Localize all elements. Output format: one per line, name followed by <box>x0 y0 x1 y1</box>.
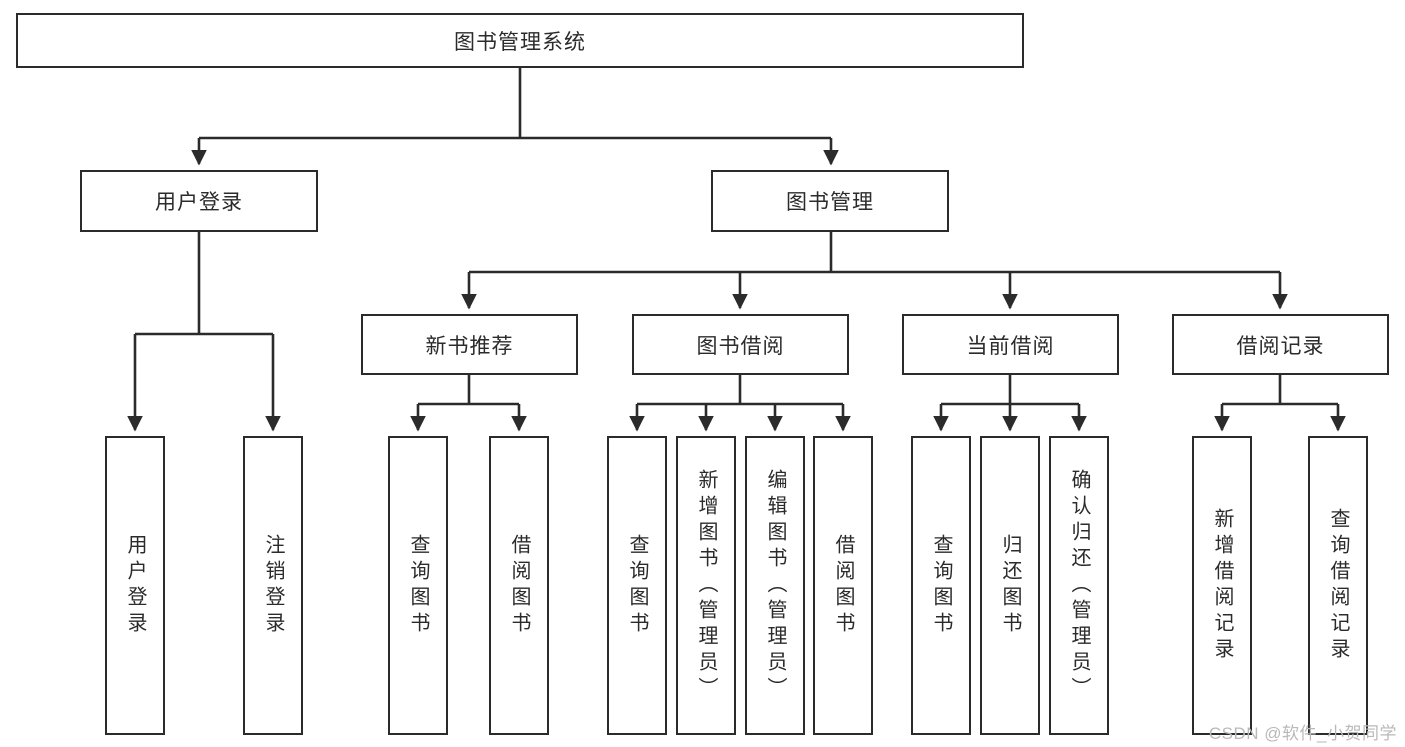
node-root-label: 图书管理系统 <box>454 30 586 54</box>
node-borrow-record[interactable]: 借阅记录 <box>1172 314 1389 375</box>
leaf-user-login-label: 用户登录 <box>124 533 146 638</box>
leaf-borrow-add-book-admin-label: 新增图书（管理员） <box>695 468 717 703</box>
leaf-borrow-edit-book-admin[interactable]: 编辑图书（管理员） <box>745 436 805 735</box>
node-current-borrow-label: 当前借阅 <box>966 334 1055 358</box>
node-root[interactable]: 图书管理系统 <box>16 13 1024 68</box>
leaf-current-return-books-label: 归还图书 <box>999 533 1021 638</box>
leaf-new-book-borrow-books[interactable]: 借阅图书 <box>489 436 549 735</box>
leaf-borrow-add-book-admin[interactable]: 新增图书（管理员） <box>676 436 736 735</box>
leaf-current-confirm-return-admin[interactable]: 确认归还（管理员） <box>1049 436 1109 735</box>
node-new-book-recommend[interactable]: 新书推荐 <box>361 314 578 375</box>
watermark: CSDN @软件_小贺同学 <box>1208 724 1397 743</box>
leaf-current-query-books-label: 查询图书 <box>930 533 952 638</box>
node-borrow-record-label: 借阅记录 <box>1236 334 1325 358</box>
leaf-record-add-record[interactable]: 新增借阅记录 <box>1192 436 1252 735</box>
leaf-borrow-query-books-label: 查询图书 <box>626 533 648 638</box>
leaf-new-book-query-books[interactable]: 查询图书 <box>388 436 448 735</box>
node-book-management[interactable]: 图书管理 <box>711 170 949 232</box>
leaf-current-query-books[interactable]: 查询图书 <box>911 436 971 735</box>
leaf-new-book-query-books-label: 查询图书 <box>407 533 429 638</box>
leaf-current-return-books[interactable]: 归还图书 <box>980 436 1040 735</box>
node-new-book-recommend-label: 新书推荐 <box>425 334 514 358</box>
leaf-logout-label: 注销登录 <box>262 533 284 638</box>
leaf-record-add-record-label: 新增借阅记录 <box>1211 507 1233 664</box>
leaf-borrow-query-books[interactable]: 查询图书 <box>607 436 667 735</box>
node-user-login[interactable]: 用户登录 <box>80 170 318 232</box>
leaf-current-confirm-return-admin-label: 确认归还（管理员） <box>1068 468 1090 703</box>
node-book-management-label: 图书管理 <box>786 191 874 214</box>
leaf-user-login[interactable]: 用户登录 <box>105 436 165 735</box>
node-book-borrow[interactable]: 图书借阅 <box>632 314 849 375</box>
leaf-borrow-borrow-books-label: 借阅图书 <box>832 533 854 638</box>
leaf-new-book-borrow-books-label: 借阅图书 <box>508 533 530 638</box>
node-current-borrow[interactable]: 当前借阅 <box>902 314 1119 375</box>
leaf-borrow-borrow-books[interactable]: 借阅图书 <box>813 436 873 735</box>
leaf-borrow-edit-book-admin-label: 编辑图书（管理员） <box>764 468 786 703</box>
leaf-record-query-record-label: 查询借阅记录 <box>1327 507 1349 664</box>
node-book-borrow-label: 图书借阅 <box>696 334 785 358</box>
node-user-login-label: 用户登录 <box>155 191 243 214</box>
leaf-record-query-record[interactable]: 查询借阅记录 <box>1308 436 1368 735</box>
leaf-logout[interactable]: 注销登录 <box>243 436 303 735</box>
